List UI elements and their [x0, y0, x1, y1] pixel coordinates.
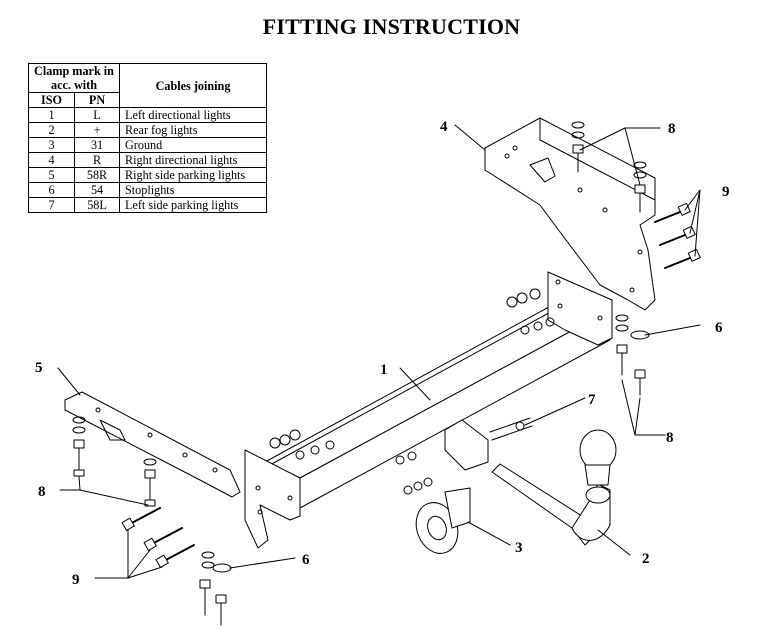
table-row: 3 31 Ground	[27, 137, 267, 153]
callout-8-right: 8	[666, 430, 674, 446]
socket-plate-part	[415, 487, 471, 554]
callout-8-left: 8	[38, 484, 46, 500]
cables-joining-header: Cables joining	[119, 63, 267, 108]
mounting-clamp-part	[444, 417, 533, 471]
iso-cell: 7	[27, 197, 76, 213]
callout-9-right: 9	[722, 184, 730, 200]
callout-1: 1	[380, 362, 388, 378]
right-arm-part	[484, 117, 656, 311]
callout-2: 2	[642, 551, 650, 567]
desc-cell: Left side parking lights	[119, 197, 267, 213]
clamp-mark-header: Clamp mark in acc. with	[28, 63, 120, 93]
callout-6-left: 6	[302, 552, 310, 568]
table-row: 6 54 Stoplights	[27, 182, 267, 198]
callout-labels: 1 2 3 4 5 6 6 7 8 8 8 9 9	[35, 119, 730, 588]
callout-9-left: 9	[72, 572, 80, 588]
leader-lines	[57, 124, 701, 579]
pn-cell: 54	[74, 182, 120, 198]
pn-cell: 58L	[74, 197, 120, 213]
iso-cell: 5	[27, 167, 76, 183]
pn-cell: 31	[74, 137, 120, 153]
desc-cell: Right side parking lights	[119, 167, 267, 183]
tow-ball-part	[491, 429, 617, 546]
callout-3: 3	[515, 540, 523, 556]
callout-4: 4	[440, 119, 448, 135]
pn-header: PN	[74, 92, 120, 108]
table-row: 7 58L Left side parking lights	[27, 197, 267, 213]
callout-5: 5	[35, 360, 43, 376]
callout-7: 7	[588, 392, 596, 408]
desc-cell: Stoplights	[119, 182, 267, 198]
cables-joining-table: Clamp mark in acc. with Cables joining I…	[27, 63, 267, 213]
callout-8-top: 8	[668, 121, 676, 137]
right-mount-plate	[547, 271, 613, 346]
bolt-set	[72, 121, 701, 626]
left-arm-part	[64, 391, 241, 498]
table-row: 4 R Right directional lights	[27, 152, 267, 168]
desc-cell: Ground	[119, 137, 267, 153]
left-mount-plate	[244, 449, 301, 549]
callout-6-right: 6	[715, 320, 723, 336]
desc-cell: Right directional lights	[119, 152, 267, 168]
page-title: FITTING INSTRUCTION	[262, 14, 521, 39]
